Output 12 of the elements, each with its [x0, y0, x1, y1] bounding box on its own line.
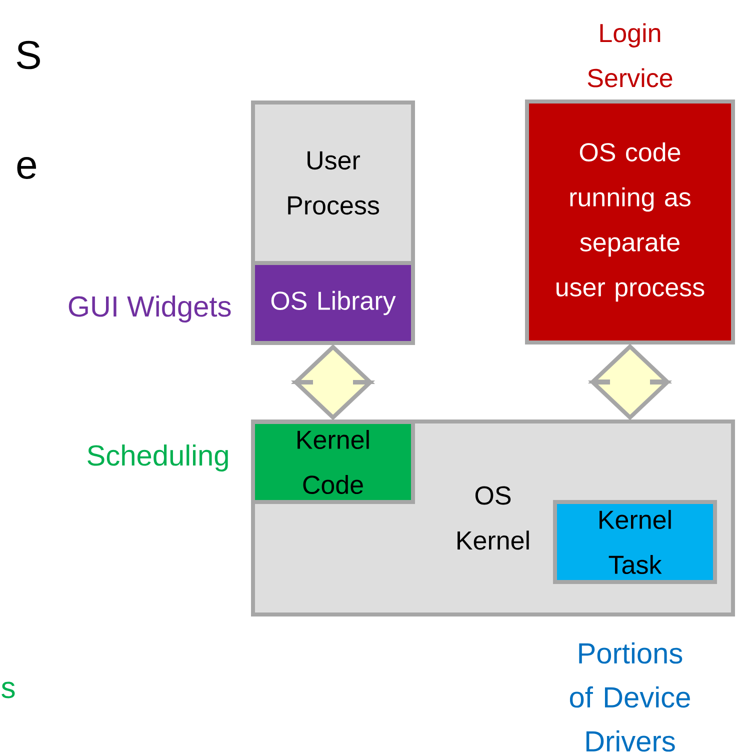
- side-label: Scheduling: [88, 444, 228, 472]
- heading: Login Service: [588, 23, 672, 88]
- side-label: Portions of Device Drivers: [570, 642, 690, 752]
- cut-off-text: e: [17, 157, 36, 179]
- side-label: GUI Widgets: [68, 295, 231, 323]
- cut-off-text: S: [16, 40, 40, 70]
- kernel-code-box: Kernel Code: [251, 420, 415, 504]
- kernel-task-box: Kernel Task: [553, 500, 717, 584]
- service-box: OS code running as separate user process: [525, 100, 735, 344]
- process-box: User Process: [251, 100, 415, 266]
- cut-off-text: s: [2, 682, 15, 698]
- library-box: OS Library: [251, 261, 415, 345]
